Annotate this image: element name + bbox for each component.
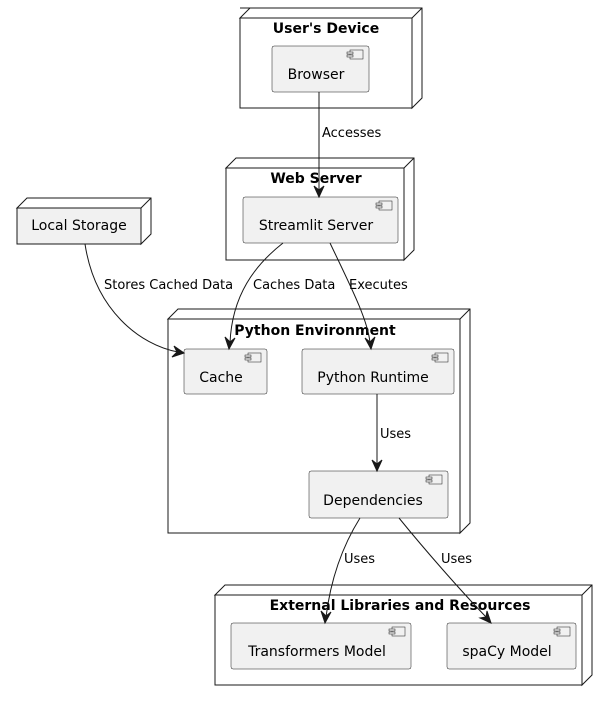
component-label-cache: Cache <box>199 370 243 386</box>
component-label-streamlit-server: Streamlit Server <box>259 218 374 234</box>
node-title-web-server: Web Server <box>270 171 361 187</box>
component-label-browser: Browser <box>288 67 345 83</box>
edge-accesses: Accesses <box>313 92 382 199</box>
edge-uses-transformers: Uses <box>320 517 375 625</box>
edge-label-uses-spacy: Uses <box>441 552 472 567</box>
component-python-runtime[interactable]: Python Runtime <box>301 348 455 395</box>
edge-label-uses-transformers: Uses <box>344 552 375 567</box>
component-streamlit-server[interactable]: Streamlit Server <box>242 196 399 244</box>
component-dependencies[interactable]: Dependencies <box>308 470 449 519</box>
component-label-transformers-model: Transformers Model <box>247 644 386 660</box>
edge-caches-data: Caches Data <box>224 242 335 351</box>
node-local-storage[interactable]: Local Storage <box>15 197 152 246</box>
component-label-spacy-model: spaCy Model <box>462 644 551 660</box>
edge-stores-cached-data: Stores Cached Data <box>84 243 233 358</box>
component-browser[interactable]: Browser <box>271 45 370 93</box>
component-transformers-model[interactable]: Transformers Model <box>230 622 412 670</box>
edge-label-caches-data: Caches Data <box>253 278 335 293</box>
node-title-python-environment: Python Environment <box>234 323 396 339</box>
component-label-dependencies: Dependencies <box>323 493 423 509</box>
edge-label-executes: Executes <box>349 278 408 293</box>
edge-executes: Executes <box>329 242 408 351</box>
edge-uses-dependencies: Uses <box>371 394 411 473</box>
node-title-external-libraries: External Libraries and Resources <box>270 598 531 614</box>
edge-label-uses-dependencies: Uses <box>380 427 411 442</box>
node-title-local-storage: Local Storage <box>31 218 127 234</box>
node-title-users-device: User's Device <box>273 21 379 37</box>
edge-label-accesses: Accesses <box>322 126 382 141</box>
component-spacy-model[interactable]: spaCy Model <box>446 622 577 670</box>
component-label-python-runtime: Python Runtime <box>317 370 428 386</box>
component-cache[interactable]: Cache <box>183 348 268 395</box>
edge-label-stores-cached-data: Stores Cached Data <box>104 278 233 293</box>
edge-uses-spacy: Uses <box>398 517 492 624</box>
